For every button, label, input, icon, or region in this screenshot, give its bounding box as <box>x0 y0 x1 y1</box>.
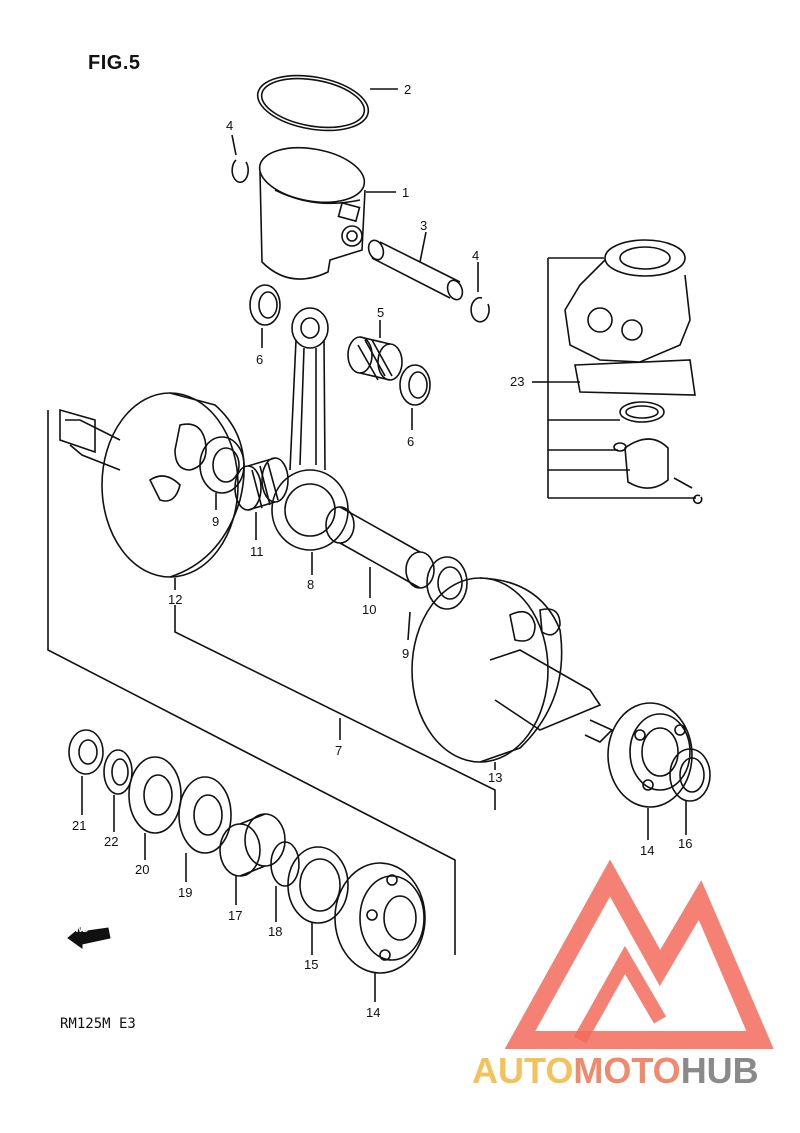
callout-15: 15 <box>304 957 318 972</box>
piston-pin <box>367 239 464 301</box>
crankshaft-right <box>411 577 614 763</box>
callout-12: 12 <box>168 592 182 607</box>
callout-11: 11 <box>250 544 264 559</box>
callout-22: 22 <box>104 834 118 849</box>
callout-6a: 6 <box>256 352 263 367</box>
callout-13: 13 <box>488 770 502 785</box>
callout-1: 1 <box>402 185 409 200</box>
piston-ring <box>256 74 370 132</box>
callout-9a: 9 <box>212 514 219 529</box>
oil-seal-right <box>669 748 711 802</box>
callout-2: 2 <box>404 82 411 97</box>
circlip-top <box>231 159 249 184</box>
callout-14a: 14 <box>640 843 654 858</box>
callout-6b: 6 <box>407 434 414 449</box>
callout-4a: 4 <box>226 118 233 133</box>
callout-21: 21 <box>72 818 86 833</box>
washer-22 <box>103 749 133 795</box>
callout-5: 5 <box>377 305 384 320</box>
watermark-moto: MOTO <box>573 1050 681 1091</box>
oil-seal-left <box>287 846 349 924</box>
callout-10: 10 <box>362 602 376 617</box>
o-ring-18 <box>270 841 300 887</box>
top-end-kit <box>564 239 703 505</box>
callout-9b: 9 <box>402 646 409 661</box>
crank-pin <box>325 506 435 589</box>
washer-right <box>399 364 431 406</box>
watermark-auto: AUTO <box>472 1050 574 1091</box>
callout-17: 17 <box>228 908 242 923</box>
thrust-washer-lower <box>426 556 468 610</box>
fwd-label: FWD <box>70 925 89 934</box>
main-bearing-left <box>334 862 426 974</box>
callout-18: 18 <box>268 924 282 939</box>
fwd-arrow-icon <box>67 926 111 949</box>
washer-left <box>249 284 281 326</box>
nut <box>68 729 104 775</box>
needle-bearing-small <box>347 336 403 381</box>
callout-23: 23 <box>510 374 524 389</box>
callout-20: 20 <box>135 862 149 877</box>
callout-8: 8 <box>307 577 314 592</box>
figure-title: FIG.5 <box>88 52 141 74</box>
main-bearing-right <box>607 702 693 808</box>
callout-labels: 2 4 1 3 4 5 6 6 23 9 11 8 12 10 9 7 13 1… <box>72 82 692 1020</box>
callout-3: 3 <box>420 218 427 233</box>
callout-14b: 14 <box>366 1005 380 1020</box>
model-label: RM125M E3 <box>60 1016 136 1032</box>
watermark-hub: HUB <box>680 1050 759 1091</box>
callout-4b: 4 <box>472 248 479 263</box>
callout-16: 16 <box>678 836 692 851</box>
watermark-wordmark: AUTOMOTOHUB <box>472 1050 759 1092</box>
circlip-right <box>470 296 490 323</box>
connecting-rod <box>271 307 349 551</box>
oil-pump-gear <box>178 776 232 854</box>
primary-gear <box>128 756 182 834</box>
spacer-17 <box>219 813 286 877</box>
callout-7: 7 <box>335 743 342 758</box>
piston <box>258 146 366 280</box>
callout-19: 19 <box>178 885 192 900</box>
crankshaft-left <box>59 392 245 578</box>
automotohub-logo-icon <box>504 859 774 1049</box>
